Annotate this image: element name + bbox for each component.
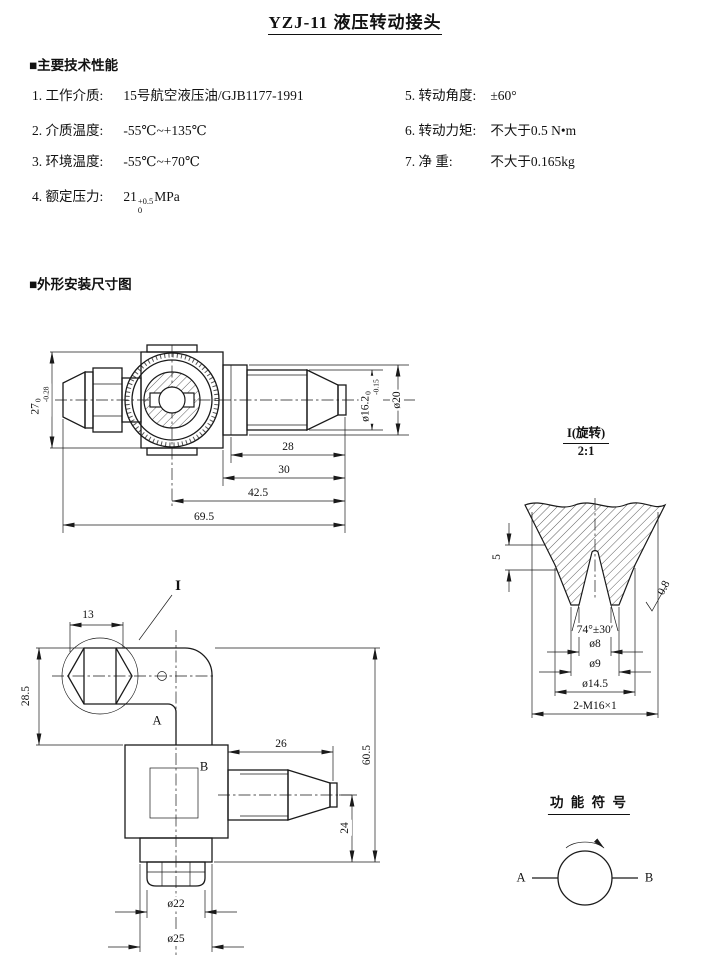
dim-28-5-label: 28.5 (18, 683, 34, 709)
spec-row-ambient-temp: 3. 环境温度: -55℃~+70℃ (32, 150, 200, 170)
spec-row-rotation-torque: 6. 转动力矩: 不大于0.5 N•m (405, 119, 576, 139)
function-symbol-header: 功 能 符 号 (547, 791, 631, 815)
port-b-label: B (199, 759, 209, 774)
spec-row-net-weight: 7. 净 重: 不大于0.165kg (405, 150, 575, 170)
function-symbol-drawing (532, 838, 638, 906)
rotation-arrow-icon (565, 838, 605, 849)
dim-d14-5-label: ø14.5 (580, 676, 610, 692)
spec-value: 不大于0.5 N•m (490, 123, 577, 138)
dim-24-label: 24 (337, 820, 353, 836)
spec-label: 4. 额定压力: (32, 189, 104, 204)
page-title: YZJ-11 液压转动接头 (0, 8, 710, 35)
technical-drawing-svg (36, 344, 667, 956)
specs-section-header: ■主要技术性能 (29, 58, 119, 73)
drawing-section-header: ■外形安装尺寸图 (29, 277, 132, 292)
dim-30-label: 30 (276, 462, 292, 478)
spec-label: 6. 转动力矩: (405, 123, 477, 138)
dim-d22-label: ø22 (165, 896, 187, 912)
detail-view-title: I(旋转) (563, 426, 610, 444)
detail-view-drawing (505, 498, 667, 718)
spec-label: 3. 环境温度: (32, 154, 104, 169)
spec-row-rotation-angle: 5. 转动角度: ±60° (405, 84, 517, 104)
spec-label: 1. 工作介质: (32, 88, 104, 103)
spec-value: 15号航空液压油/GJB1177-1991 (123, 88, 304, 103)
dim-od-20-label: ø20 (389, 389, 405, 411)
thread-callout-label: 2-M16×1 (571, 698, 619, 714)
dim-d8-label: ø8 (587, 636, 603, 652)
front-view-drawing (36, 594, 380, 956)
dim-42-5-label: 42.5 (245, 485, 271, 501)
symbol-port-b-label: B (644, 870, 654, 885)
dim-26-label: 26 (273, 736, 289, 752)
dim-5-label: 5 (489, 552, 505, 562)
detail-view-label: I(旋转) 2:1 (563, 426, 610, 459)
dim-60-5-label: 60.5 (359, 742, 375, 768)
detail-view-scale: 2:1 (577, 443, 595, 458)
page-title-text: YZJ-11 液压转动接头 (268, 13, 442, 35)
spec-row-medium: 1. 工作介质: 15号航空液压油/GJB1177-1991 (32, 84, 304, 104)
dim-angle-74-label: 74°±30′ (574, 622, 616, 638)
spec-label: 2. 介质温度: (32, 123, 104, 138)
spec-value: 不大于0.165kg (490, 154, 575, 169)
spec-value: -55℃~+70℃ (123, 154, 200, 169)
spec-label: 5. 转动角度: (405, 88, 477, 103)
dim-d25-label: ø25 (165, 931, 187, 947)
dim-69-5-label: 69.5 (191, 509, 217, 525)
port-a-label: A (152, 713, 162, 728)
spec-row-fluid-temp: 2. 介质温度: -55℃~+135℃ (32, 119, 207, 139)
spec-label: 7. 净 重: (405, 154, 453, 169)
dim-d9-label: ø9 (587, 656, 603, 672)
dim-13-label: 13 (80, 607, 96, 623)
top-view-drawing (49, 344, 415, 533)
spec-value: -55℃~+135℃ (123, 123, 207, 138)
dim-28-label: 28 (280, 439, 296, 455)
spec-value: ±60° (490, 88, 517, 103)
symbol-port-a-label: A (516, 870, 526, 885)
section-I-label: I (175, 578, 181, 595)
